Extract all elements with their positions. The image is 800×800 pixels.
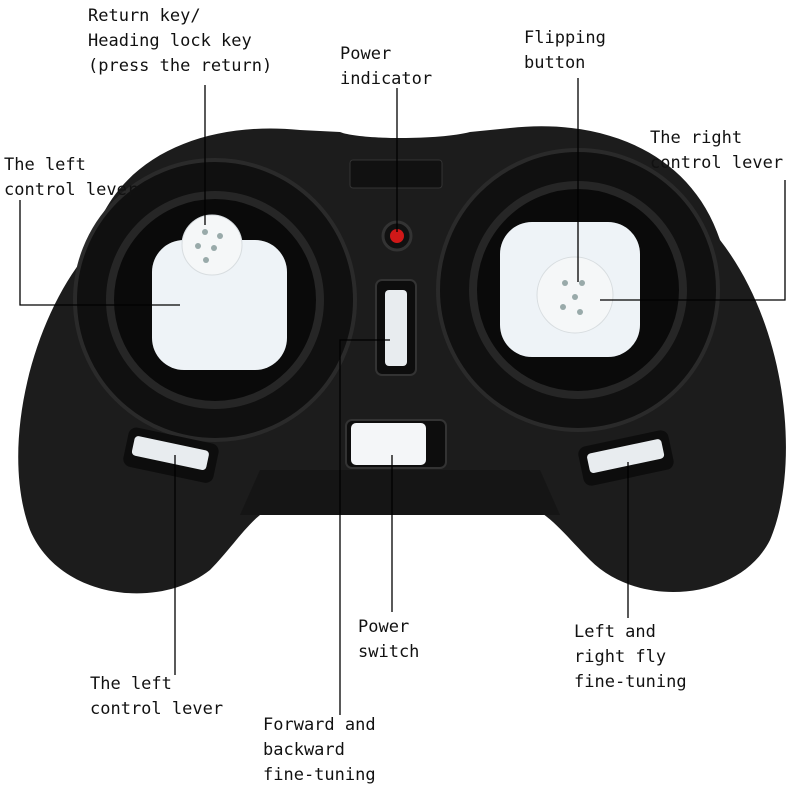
- label-left-right-fly-fine-tuning: Left and right fly fine-tuning: [574, 622, 687, 692]
- label-power-indicator: Power indicator: [340, 44, 433, 89]
- left-stick-cap[interactable]: [181, 214, 243, 276]
- forward-backward-trim[interactable]: [385, 290, 407, 366]
- label-left-control-lever-top: The left control lever: [4, 155, 138, 200]
- label-forward-backward-fine-tuning: Forward and backward fine-tuning: [263, 715, 376, 785]
- label-flipping-button: Flipping button: [524, 28, 606, 73]
- label-return-key: Return key/ Heading lock key (press the …: [88, 6, 273, 76]
- left-trim-button[interactable]: [131, 435, 209, 470]
- label-left-control-lever-bottom: The left control lever: [90, 674, 224, 719]
- label-power-switch: Power switch: [358, 617, 420, 662]
- label-right-control-lever: The right control lever: [650, 128, 784, 173]
- leader-lines: [19, 78, 786, 715]
- power-switch[interactable]: [351, 423, 426, 465]
- left-stick-base[interactable]: [152, 240, 287, 370]
- left-right-fly-trim[interactable]: [586, 438, 665, 473]
